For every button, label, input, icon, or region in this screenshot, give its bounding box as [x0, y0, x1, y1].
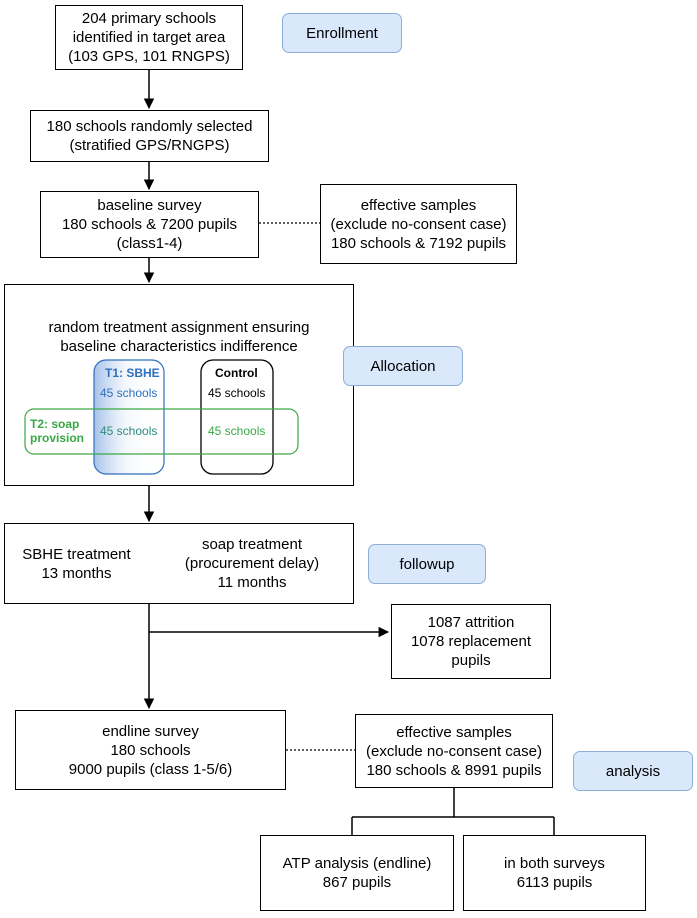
atp-analysis-box: ATP analysis (endline) 867 pupils: [260, 835, 454, 911]
attrition-box: 1087 attrition 1078 replacement pupils: [391, 604, 551, 679]
endline-samples-box: effective samples (exclude no-consent ca…: [355, 714, 553, 788]
selection-box: 180 schools randomly selected (stratifie…: [30, 110, 269, 162]
enrollment-line-1: 204 primary schools: [81, 10, 217, 27]
sbhe-treatment: SBHE treatment 13 months: [4, 523, 149, 604]
treatment-box: [4, 523, 354, 604]
t1-schools: 45 schools: [100, 386, 158, 400]
phase-followup: followup: [368, 544, 486, 584]
enrollment-line-2: identified in target area: [72, 29, 226, 46]
enrollment-line-3: (103 GPS, 101 RNGPS): [68, 48, 230, 65]
allocation-title-2: baseline characteristics indifference: [60, 338, 298, 355]
control-group: [200, 359, 274, 475]
endline-samples-line-2: (exclude no-consent case): [366, 742, 542, 760]
t1-sbhe-group: [93, 359, 165, 475]
soap-treatment: soap treatment (procurement delay) 11 mo…: [150, 523, 354, 604]
control-label: Control: [215, 366, 258, 380]
baseline-samples-line-3: 180 schools & 7192 pupils: [330, 234, 507, 252]
baseline-samples-line-2: (exclude no-consent case): [330, 215, 507, 233]
t1-sbhe-label: T1: SBHE: [105, 366, 160, 380]
baseline-survey-box: baseline survey 180 schools & 7200 pupil…: [40, 191, 259, 258]
phase-enrollment: Enrollment: [282, 13, 402, 53]
baseline-samples-line-1: effective samples: [360, 196, 477, 214]
phase-allocation: Allocation: [343, 346, 463, 386]
both-line-2: 6113 pupils: [516, 874, 593, 891]
endline-samples-line-3: 180 schools & 8991 pupils: [366, 761, 542, 779]
baseline-line-2: 180 schools & 7200 pupils: [61, 216, 238, 233]
control-schools: 45 schools: [208, 386, 266, 400]
enrollment-box: 204 primary schools identified in target…: [55, 5, 243, 70]
endline-line-1: endline survey: [102, 722, 199, 740]
allocation-box: random treatment assignment ensuring bas…: [4, 284, 354, 486]
attrition-line-2: 1078 replacement: [410, 633, 532, 650]
soap-line-2: (procurement delay): [184, 555, 320, 572]
phase-analysis: analysis: [573, 751, 693, 791]
baseline-line-3: (class1-4): [116, 235, 183, 252]
both-surveys-box: in both surveys 6113 pupils: [463, 835, 646, 911]
endline-samples-line-1: effective samples: [396, 723, 512, 741]
allocation-title-1: random treatment assignment ensuring: [48, 319, 310, 336]
soap-line-1: soap treatment: [201, 536, 303, 553]
t2-soap-label-2: provision: [30, 431, 85, 445]
atp-line-1: ATP analysis (endline): [282, 855, 432, 872]
attrition-line-1: 1087 attrition: [427, 614, 515, 631]
sbhe-line-2: 13 months: [41, 564, 112, 582]
t2-control-schools: 45 schools: [208, 424, 266, 438]
endline-line-2: 180 schools: [110, 741, 191, 759]
t2-soap-label-1: T2: soap: [30, 417, 80, 431]
endline-line-3: 9000 pupils (class 1-5/6): [68, 760, 233, 778]
endline-survey-box: endline survey 180 schools 9000 pupils (…: [15, 710, 286, 790]
t2-soap-group: [24, 408, 299, 455]
selection-line-1: 180 schools randomly selected: [46, 118, 253, 135]
baseline-samples-box: effective samples (exclude no-consent ca…: [320, 184, 517, 264]
atp-line-2: 867 pupils: [322, 874, 392, 891]
soap-line-3: 11 months: [217, 574, 287, 591]
selection-line-2: (stratified GPS/RNGPS): [69, 137, 230, 154]
t2-t1-schools: 45 schools: [100, 424, 158, 438]
sbhe-line-1: SBHE treatment: [22, 545, 131, 563]
both-line-1: in both surveys: [504, 855, 605, 872]
attrition-line-3: pupils: [451, 652, 491, 669]
baseline-line-1: baseline survey: [97, 197, 202, 214]
